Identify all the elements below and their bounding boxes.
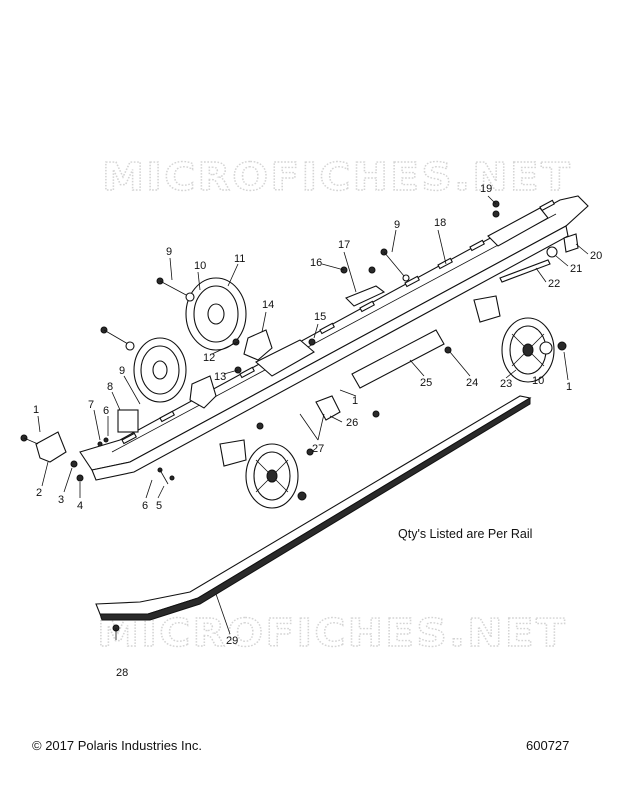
callout-3: 3 bbox=[58, 494, 64, 506]
fasteners bbox=[20, 200, 567, 640]
leader-lines bbox=[37, 195, 589, 635]
front-bracket bbox=[35, 409, 139, 463]
copyright-text: © 2017 Polaris Industries Inc. bbox=[32, 738, 202, 753]
callout-24: 24 bbox=[466, 377, 478, 389]
idler-wheel-middle bbox=[133, 337, 187, 403]
callout-21: 21 bbox=[570, 263, 582, 275]
callout-13: 13 bbox=[214, 371, 226, 383]
callout-20: 20 bbox=[590, 250, 602, 262]
callout-26: 26 bbox=[346, 417, 358, 429]
watermark-top: MICROFICHES.NET bbox=[102, 155, 572, 199]
callout-22: 22 bbox=[548, 278, 560, 290]
callout-4: 4 bbox=[77, 500, 83, 512]
bracket-17 bbox=[345, 285, 386, 307]
figure-number: 600727 bbox=[526, 738, 569, 753]
callout-12: 12 bbox=[203, 352, 215, 364]
callout-8: 8 bbox=[107, 381, 113, 393]
idler-wheel-upper bbox=[185, 277, 247, 351]
rail-slider-block bbox=[351, 329, 445, 389]
callout-6-upper: 6 bbox=[103, 405, 109, 417]
callout-9-right: 9 bbox=[394, 219, 400, 231]
callout-16: 16 bbox=[310, 257, 322, 269]
callout-9-left: 9 bbox=[119, 365, 125, 377]
callout-28: 28 bbox=[116, 667, 128, 679]
wheel-brackets bbox=[189, 295, 501, 467]
callout-14: 14 bbox=[262, 299, 274, 311]
callout-25: 25 bbox=[420, 377, 432, 389]
idler-wheel-front bbox=[245, 443, 299, 509]
axle-22 bbox=[499, 259, 551, 283]
slide-wear-strip bbox=[95, 395, 532, 621]
callout-9-upper: 9 bbox=[166, 246, 172, 258]
callout-17: 17 bbox=[338, 239, 350, 251]
callout-27: 27 bbox=[312, 443, 324, 455]
callout-1-right: 1 bbox=[566, 381, 572, 393]
bracket-20 bbox=[563, 233, 579, 253]
callout-18: 18 bbox=[434, 217, 446, 229]
callout-19: 19 bbox=[480, 183, 492, 195]
callout-11: 11 bbox=[234, 253, 245, 265]
callout-5: 5 bbox=[156, 500, 162, 512]
idler-wheel-rear bbox=[501, 317, 555, 383]
callout-labels: 1 2 3 4 5 6 6 7 8 9 9 9 10 10 11 12 13 1… bbox=[33, 183, 602, 679]
quantity-note: Qty's Listed are Per Rail bbox=[398, 527, 532, 541]
callout-6-lower: 6 bbox=[142, 500, 148, 512]
callout-10-left: 10 bbox=[194, 260, 206, 272]
callout-10-right: 10 bbox=[532, 375, 544, 387]
callout-23: 23 bbox=[500, 378, 512, 390]
watermark-bottom: MICROFICHES.NET bbox=[97, 611, 567, 655]
callout-2: 2 bbox=[36, 487, 42, 499]
callout-15: 15 bbox=[314, 311, 326, 323]
callout-29: 29 bbox=[226, 635, 238, 647]
callout-7: 7 bbox=[88, 399, 94, 411]
callout-1-middle: 1 bbox=[352, 395, 358, 407]
callout-1-left: 1 bbox=[33, 404, 39, 416]
